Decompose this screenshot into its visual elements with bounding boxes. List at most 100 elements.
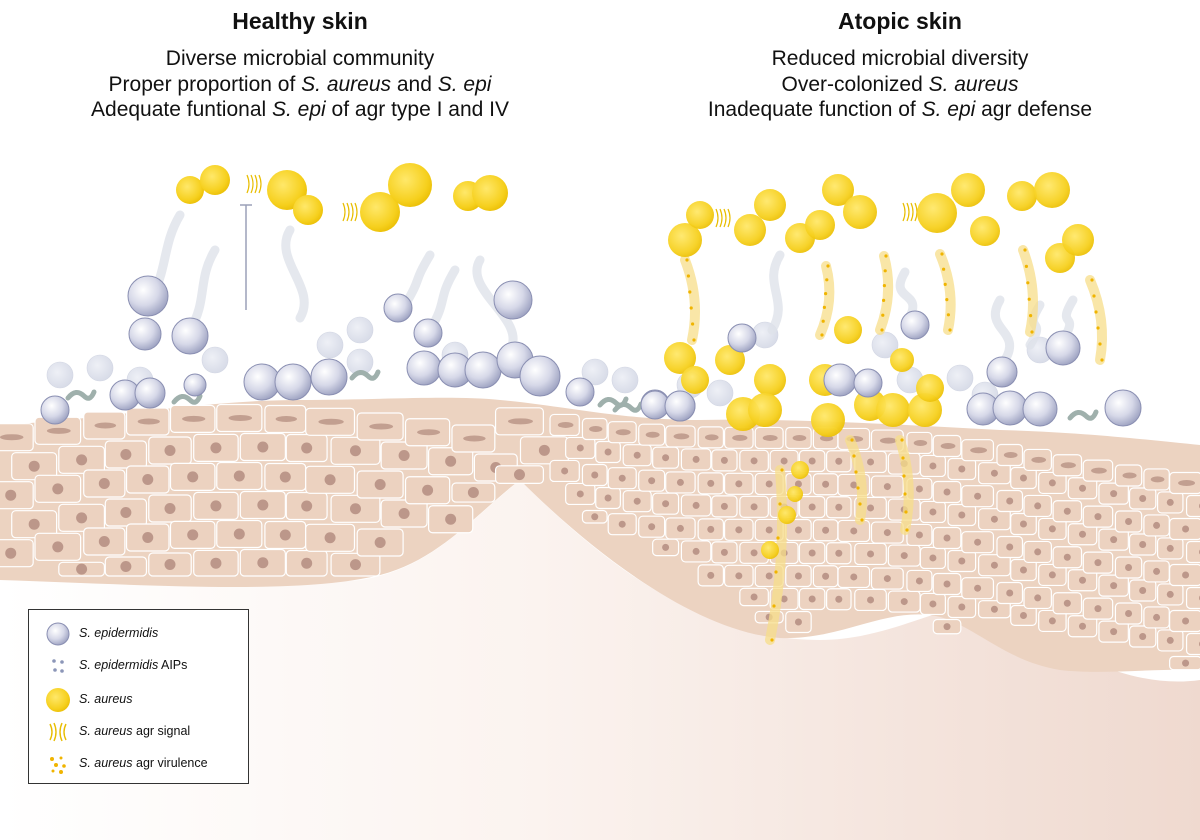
aureus-cell <box>791 461 809 479</box>
nucleus <box>28 460 40 472</box>
nucleus <box>164 445 176 457</box>
nucleus <box>463 435 486 442</box>
virulence-dot <box>686 274 691 278</box>
nucleus <box>732 434 748 441</box>
nucleus <box>46 427 71 434</box>
nucleus <box>508 418 533 425</box>
flagellum <box>400 250 435 310</box>
nucleus <box>1034 548 1042 556</box>
nucleus <box>164 559 176 571</box>
nucleus <box>915 485 923 493</box>
virulence-dot <box>780 468 784 472</box>
nucleus <box>883 529 891 537</box>
nucleus <box>974 492 982 500</box>
agr-signal <box>723 208 727 228</box>
epidermidis-cell <box>127 275 169 317</box>
nucleus <box>187 529 199 541</box>
nucleus <box>1182 617 1190 625</box>
nucleus <box>943 534 951 542</box>
nucleus <box>228 415 253 422</box>
nucleus <box>822 480 830 488</box>
nucleus <box>1094 559 1102 567</box>
virulence-dot <box>685 258 689 262</box>
pili <box>349 369 381 381</box>
virulence-dot <box>881 313 885 317</box>
nucleus <box>324 474 336 486</box>
skin-cell <box>1185 540 1200 564</box>
nucleus <box>618 474 626 482</box>
nucleus <box>990 469 998 477</box>
healthy-header: Healthy skin Diverse microbial community… <box>0 0 600 123</box>
epidermidis-cell <box>86 354 114 382</box>
nucleus <box>867 596 875 604</box>
nucleus <box>780 457 788 465</box>
nucleus <box>990 605 998 613</box>
epidermidis-cell <box>171 317 209 355</box>
nucleus <box>1019 474 1027 482</box>
nucleus <box>958 557 966 565</box>
virulence-dot <box>948 328 952 332</box>
nucleus <box>349 503 361 515</box>
epidermidis-icon <box>46 622 70 646</box>
nucleus <box>1031 456 1047 463</box>
nucleus <box>915 531 923 539</box>
epidermidis-cell <box>406 350 442 386</box>
nucleus <box>990 515 998 523</box>
virulence-dot <box>770 638 774 642</box>
virulence-dot <box>945 298 949 302</box>
epidermis <box>0 397 1200 672</box>
nucleus <box>589 425 603 432</box>
nucleus <box>765 526 773 534</box>
nucleus <box>750 549 758 557</box>
virulence-dot <box>905 528 909 532</box>
nucleus <box>210 500 222 512</box>
nucleus <box>1153 567 1161 575</box>
aureus-cell <box>681 366 709 394</box>
nucleus <box>765 480 773 488</box>
nucleus <box>692 455 700 463</box>
aureus-cell <box>754 189 786 221</box>
flagellum <box>767 250 785 335</box>
nucleus <box>750 457 758 465</box>
nucleus <box>557 421 574 428</box>
virulence-dot <box>1023 248 1027 252</box>
epidermidis-cell <box>900 310 930 340</box>
aureus-cell <box>970 216 1000 246</box>
virulence-dot <box>850 438 854 442</box>
nucleus <box>1110 490 1118 498</box>
healthy-line-1: Diverse microbial community <box>165 47 435 70</box>
nucleus <box>900 552 908 560</box>
nucleus <box>1094 513 1102 521</box>
nucleus <box>94 422 117 429</box>
nucleus <box>990 561 998 569</box>
nucleus <box>940 442 956 449</box>
virulence-trail <box>875 251 894 335</box>
nucleus <box>1139 632 1147 640</box>
aureus-cell <box>664 342 696 374</box>
virulence-dot <box>903 492 907 496</box>
nucleus <box>324 532 336 544</box>
epidermidis-cell <box>383 293 413 323</box>
aureus-cell <box>761 541 779 559</box>
pili <box>65 389 97 401</box>
legend-item-agr-signal: S. aureus agr signal <box>29 718 248 746</box>
nucleus <box>900 598 908 606</box>
epidermidis-cell <box>992 390 1028 426</box>
nucleus <box>913 439 928 446</box>
nucleus <box>591 513 599 521</box>
aip-dots-icon <box>52 659 64 673</box>
nucleus <box>735 572 743 580</box>
microbes <box>40 163 1142 645</box>
nucleus <box>822 526 830 534</box>
epidermidis-cell <box>1104 389 1142 427</box>
nucleus <box>1079 484 1087 492</box>
nucleus <box>1048 479 1056 487</box>
epidermidis-cell <box>1045 330 1081 366</box>
nucleus <box>929 462 937 470</box>
epidermidis-cell <box>664 390 696 422</box>
atopic-title: Atopic skin <box>838 8 962 34</box>
pili <box>1067 409 1099 421</box>
nucleus <box>1063 599 1071 607</box>
nucleus <box>1079 622 1087 630</box>
aureus-cell <box>916 374 944 402</box>
